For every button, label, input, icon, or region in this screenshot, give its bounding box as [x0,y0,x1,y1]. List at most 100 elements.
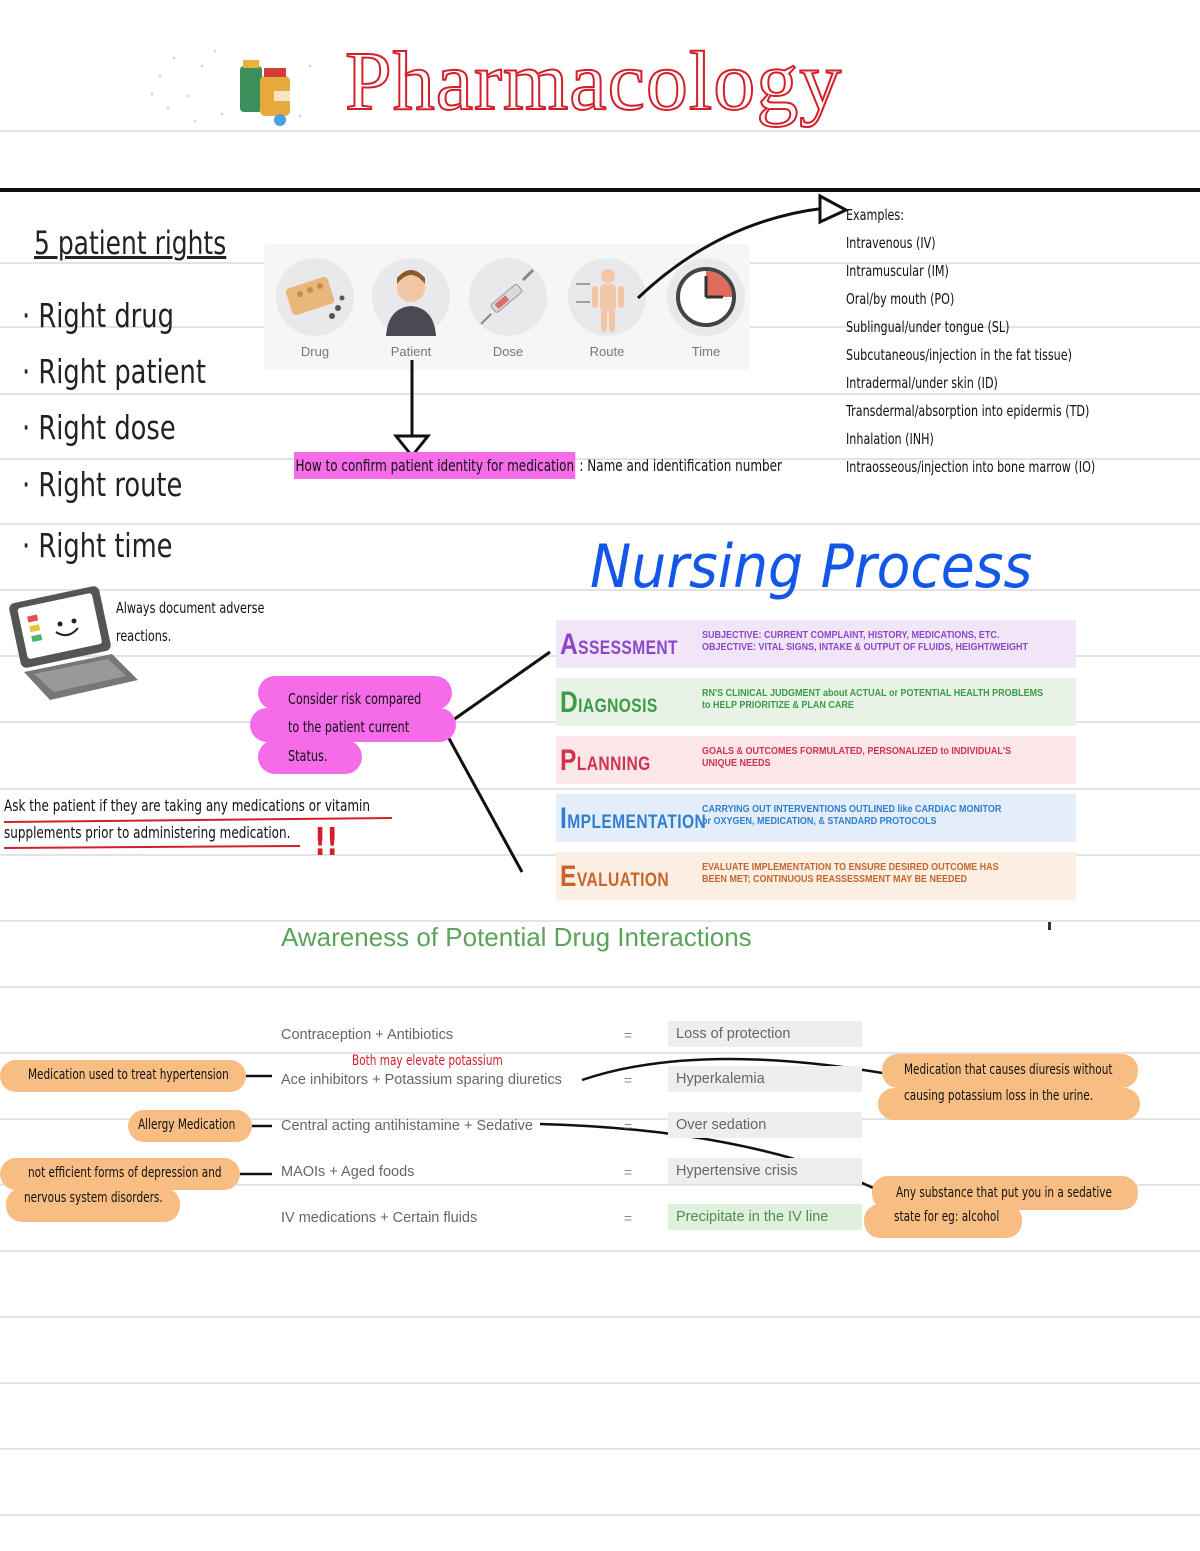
interactions-title: Awareness of Potential Drug Interactions [281,922,752,952]
examples-heading: Examples: [846,206,904,224]
route-item: Sublingual/under tongue (SL) [846,318,1010,336]
risk-note-line: Status. [288,747,328,765]
interaction-pair: IV medications + Certain fluids [281,1210,478,1226]
nursing-step-initial: I [560,802,568,835]
rights-label: Dose [492,344,524,359]
maoi-annotation-text: not efficient forms of depression and [28,1165,222,1181]
risk-highlight [250,708,456,742]
identity-answer: : Name and identification number [579,456,782,475]
interaction-pair: MAOIs + Aged foods [281,1164,415,1180]
laptop-icon [4,584,140,709]
nursing-step-initial: P [560,744,577,777]
nursing-step-name: DIAGNOSIS [560,686,658,720]
interaction-row: Central acting antihistamine + Sedative … [281,1112,881,1142]
equals-sign: = [624,1118,633,1134]
route-item: Inhalation (INH) [846,430,934,448]
nursing-step-description-line: GOALS & OUTCOMES FORMULATED, PERSONALIZE… [702,746,1011,757]
route-item: Oral/by mouth (PO) [846,290,955,308]
diuretic-annotation-text: Medication that causes diuresis without [904,1062,1113,1078]
clock-icon [667,258,745,336]
pills-icon [276,258,354,336]
adverse-note: Always document adverse reactions. [116,599,265,645]
route-examples: Examples: Intravenous (IV) Intramuscular… [846,201,1095,481]
interaction-row: IV medications + Certain fluids = Precip… [281,1204,881,1234]
allergy-annotation: Allergy Medication [128,1110,252,1142]
route-item: Intramuscular (IM) [846,262,949,280]
route-item: Intradermal/under skin (ID) [846,374,998,392]
nursing-step-description-line: SUBJECTIVE: CURRENT COMPLAINT, HISTORY, … [702,630,1000,641]
maoi-annotation: nervous system disorders. [6,1188,180,1222]
interaction-pair: Central acting antihistamine + Sedative [281,1118,533,1134]
ask-note-line: Ask the patient if they are taking any m… [4,796,370,815]
interaction-pair: Ace inhibitors + Potassium sparing diure… [281,1072,562,1088]
potassium-note: Both may elevate potassium [352,1053,503,1069]
rights-label: Time [691,344,721,359]
risk-note-line: Consider risk compared [288,690,422,708]
interaction-row: MAOIs + Aged foods = Hypertensive crisis [281,1158,881,1188]
nursing-step-rest: MPLEMENTATION [567,812,707,833]
ask-note-line: supplements prior to administering medic… [4,823,291,842]
right-item: · Right dose [22,408,176,447]
nursing-step-description: CARRYING OUT INTERVENTIONS OUTLINED like… [702,804,1035,828]
nursing-step-description: SUBJECTIVE: CURRENT COMPLAINT, HISTORY, … [702,630,1035,654]
medicine-bottles-icon [150,49,312,126]
right-item: · Right time [22,526,173,565]
equals-sign: = [624,1027,633,1043]
ace-annotation: Medication used to treat hypertension [0,1060,246,1092]
nursing-step-initial: A [560,628,579,661]
identity-highlight: How to confirm patient identity for medi… [294,452,576,479]
sedative-annotation: state for eg: alcohol [864,1204,1022,1238]
nursing-step-row: PLANNING GOALS & OUTCOMES FORMULATED, PER… [556,736,1076,784]
nursing-step-description-line: RN'S CLINICAL JUDGMENT about ACTUAL or P… [702,688,1044,699]
diuretic-annotation: causing potassium loss in the urine. [878,1088,1140,1120]
nursing-step-description-line: EVALUATE IMPLEMENTATION TO ENSURE DESIRE… [702,862,999,873]
nursing-step-rest: VALUATION [576,870,670,891]
rights-label: Drug [300,344,330,359]
nursing-step-description-line: or OXYGEN, MEDICATION, & STANDARD PROTOC… [702,816,937,827]
nursing-step-description-line: BEEN MET; CONTINUOUS REASSESSMENT MAY BE… [702,874,968,885]
nursing-step-description: GOALS & OUTCOMES FORMULATED, PERSONALIZE… [702,746,1035,770]
nursing-step-row: EVALUATION EVALUATE IMPLEMENTATION TO ENS… [556,852,1076,900]
interaction-result: Over sedation [668,1112,862,1138]
interaction-pair: Contraception + Antibiotics [281,1027,454,1043]
nursing-step-initial: E [560,860,577,893]
rights-label: Patient [390,344,432,359]
nursing-step-description-line: UNIQUE NEEDS [702,758,771,769]
sedative-annotation-text: Any substance that put you in a sedative [896,1185,1112,1201]
risk-highlight [258,676,452,710]
right-item: · Right patient [22,352,206,391]
nursing-step-name: PLANNING [560,744,651,778]
equals-sign: = [624,1072,633,1088]
body-route-icon [568,258,646,336]
interaction-row: Contraception + Antibiotics = Loss of pr… [281,1021,881,1051]
risk-note-line: to the patient current [288,718,410,736]
interaction-result: Loss of protection [668,1021,862,1047]
interaction-result: Precipitate in the IV line [668,1204,862,1230]
nursing-step-rest: LANNING [576,754,651,775]
nursing-step-initial: D [560,686,579,719]
interaction-result: Hyperkalemia [668,1066,862,1092]
nursing-step-description: EVALUATE IMPLEMENTATION TO ENSURE DESIRE… [702,862,1035,886]
syringe-icon [469,258,547,336]
route-item: Transdermal/absorption into epidermis (T… [846,402,1090,420]
equals-sign: = [624,1210,633,1226]
nursing-process-title: Nursing Process [590,532,1033,602]
ace-annotation-text: Medication used to treat hypertension [28,1067,229,1083]
nursing-step-description-line: to HELP PRIORITIZE & PLAN CARE [702,700,854,711]
nursing-step-rest: IAGNOSIS [578,696,658,717]
patient-icon [372,258,450,336]
diuretic-annotation-text: causing potassium loss in the urine. [904,1088,1094,1104]
nursing-step-description-line: CARRYING OUT INTERVENTIONS OUTLINED like… [702,804,1002,815]
interaction-result: Hypertensive crisis [668,1158,862,1184]
nursing-step-name: IMPLEMENTATION [560,802,706,836]
equals-sign: = [624,1164,633,1180]
nursing-step-name: ASSESSMENT [560,628,678,662]
patient-rights-heading: 5 patient rights [34,224,227,262]
sedative-annotation-text: state for eg: alcohol [894,1209,1000,1225]
exclamation-mark: !! [314,820,339,864]
nursing-step-rest: SSESSMENT [578,638,678,659]
route-item: Intraosseous/injection into bone marrow … [846,458,1096,476]
right-item: · Right drug [22,296,174,335]
nursing-step-row: ASSESSMENT SUBJECTIVE: CURRENT COMPLAINT,… [556,620,1076,668]
maoi-annotation: not efficient forms of depression and [0,1158,240,1190]
